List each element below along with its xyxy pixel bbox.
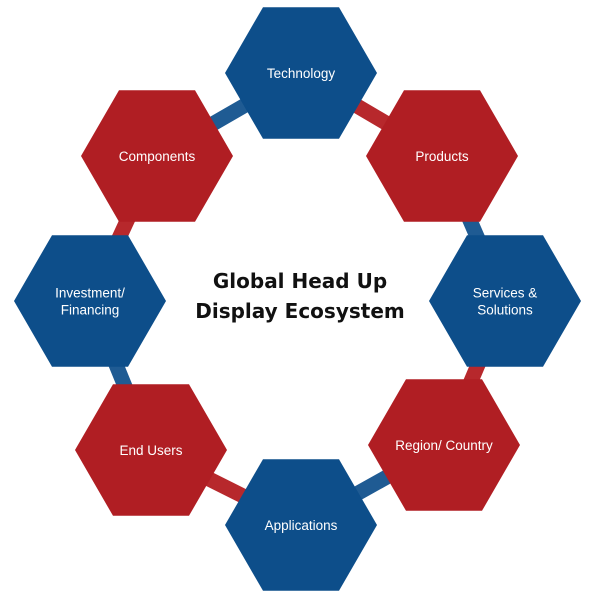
hexagon-shape [225,7,377,139]
hex-label: Applications [265,518,338,533]
hexagon-shape [366,90,518,222]
hex-label: Technology [267,66,336,81]
hex-node-technology: Technology [225,7,377,139]
hex-node-end-users: End Users [75,384,227,516]
hexagon-shape [14,235,166,367]
hex-label: Investment/ [55,286,125,301]
hex-label: Services & [473,286,538,301]
hex-node-services-solutions: Services & Solutions [429,235,581,367]
hex-label: Region/ Country [395,438,493,453]
hex-label: Solutions [477,303,533,318]
hex-node-investment-financing: Investment/Financing [14,235,166,367]
hexagon-shape [429,235,581,367]
hexagon-shape [81,90,233,222]
title-line-1: Global Head Up [212,269,388,293]
hex-label: Financing [61,303,120,318]
hex-label: End Users [119,443,182,458]
hexagon-shape [75,384,227,516]
hex-node-applications: Applications [225,459,377,591]
hex-node-products: Products [366,90,518,222]
diagram-title: Global Head Up Display Ecosystem [150,266,450,326]
title-line-2: Display Ecosystem [195,299,405,323]
hex-label: Products [415,149,469,164]
hex-node-components: Components [81,90,233,222]
hex-label: Components [119,149,196,164]
hexagon-shape [368,379,520,511]
hex-node-region-country: Region/ Country [368,379,520,511]
hexagon-shape [225,459,377,591]
